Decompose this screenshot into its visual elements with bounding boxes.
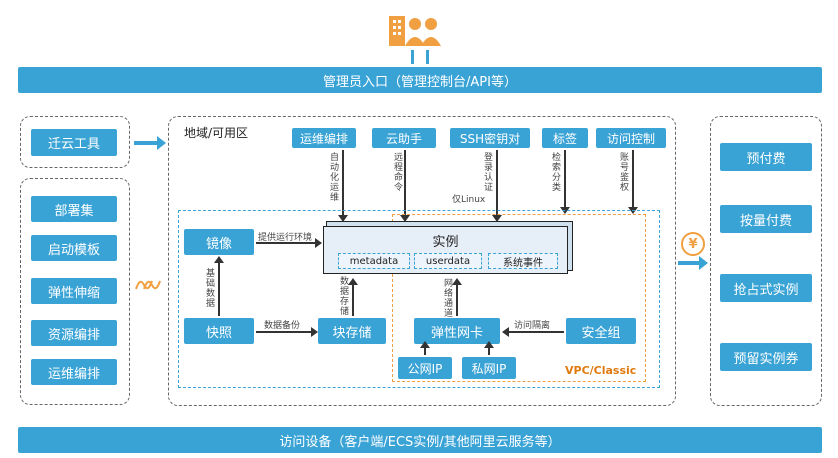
bidirectional-wave-icon	[135, 280, 161, 290]
isolation-note: 访问隔离	[514, 321, 551, 331]
snapshot-box[interactable]: 快照	[184, 318, 254, 344]
backup-arrow	[256, 327, 318, 337]
service-oos[interactable]: 运维编排	[292, 128, 356, 148]
pay-as-you-go-box[interactable]: 按量付费	[720, 205, 812, 233]
auto-scaling-box[interactable]: 弹性伸缩	[31, 278, 117, 304]
assistant-arrow	[400, 150, 410, 222]
snapshot-note: 基础数据	[204, 268, 214, 308]
access-devices-bar[interactable]: 访问设备（客户端/ECS实例/其他阿里云服务等）	[18, 427, 822, 453]
public-ip-box[interactable]: 公网IP	[398, 357, 452, 379]
ssh-arrow	[492, 150, 502, 222]
image-box[interactable]: 镜像	[184, 229, 254, 255]
isolation-arrow	[502, 327, 564, 337]
service-access-control[interactable]: 访问控制	[596, 128, 666, 148]
vpc-classic-label: VPC/Classic	[565, 364, 637, 377]
storage-note: 数据存储	[338, 276, 348, 316]
ssh-note: 登录认证	[482, 152, 492, 192]
service-tags[interactable]: 标签	[542, 128, 588, 148]
oos-arrow	[338, 150, 348, 222]
launch-template-box[interactable]: 启动模板	[31, 235, 117, 261]
vpc-classic-frame	[392, 214, 646, 382]
resource-orchestration-box[interactable]: 资源编排	[31, 320, 117, 346]
tags-arrow	[560, 150, 570, 214]
security-group-box[interactable]: 安全组	[566, 318, 636, 344]
access-note: 账号鉴权	[618, 152, 628, 192]
admin-down-arrow	[411, 50, 414, 64]
backup-note: 数据备份	[264, 321, 301, 331]
access-arrow	[628, 150, 638, 214]
eni-to-instance-arrow	[452, 278, 462, 316]
region-zone-label: 地域/可用区	[184, 126, 249, 140]
prepaid-box[interactable]: 预付费	[720, 143, 812, 171]
block-storage-box[interactable]: 块存储	[318, 318, 386, 344]
oos-note: 自动化运维	[328, 152, 338, 202]
migration-arrow	[134, 136, 166, 150]
snapshot-to-image-arrow	[214, 256, 224, 316]
tag-system-events: 系统事件	[488, 253, 558, 269]
billing-arrow	[678, 256, 708, 270]
instance-title: 实例	[432, 235, 459, 250]
migration-tool-box[interactable]: 迁云工具	[31, 129, 117, 156]
tag-metadata: metadata	[338, 253, 410, 269]
reserved-instance-box[interactable]: 预留实例券	[720, 343, 812, 371]
network-note: 网络通道	[442, 278, 452, 318]
tags-note: 检索分类	[550, 152, 560, 192]
admin-users-icon	[389, 16, 441, 46]
eni-box[interactable]: 弹性网卡	[414, 318, 500, 344]
oos-box[interactable]: 运维编排	[31, 359, 117, 385]
zone-dashed-frame	[178, 210, 660, 388]
admin-entry-bar[interactable]: 管理员入口（管理控制台/API等）	[18, 67, 822, 93]
tag-userdata: userdata	[414, 253, 482, 269]
linux-only-note: 仅Linux	[452, 195, 486, 205]
storage-arrow	[348, 278, 358, 316]
service-ssh-keypair[interactable]: SSH密钥对	[450, 128, 530, 148]
admin-up-arrow	[426, 50, 429, 64]
deployment-set-box[interactable]: 部署集	[31, 196, 117, 222]
private-ip-box[interactable]: 私网IP	[462, 357, 516, 379]
service-cloud-assistant[interactable]: 云助手	[372, 128, 436, 148]
public-ip-arrow	[420, 341, 430, 355]
preemptible-box[interactable]: 抢占式实例	[720, 274, 812, 302]
image-note: 提供运行环境	[258, 233, 313, 243]
assistant-note: 远程命令	[392, 152, 402, 192]
instance-box[interactable]: 实例 metadata userdata 系统事件	[323, 226, 568, 274]
image-to-instance-arrow	[256, 238, 322, 248]
private-ip-arrow	[484, 341, 494, 355]
yen-icon: ¥	[681, 232, 705, 256]
